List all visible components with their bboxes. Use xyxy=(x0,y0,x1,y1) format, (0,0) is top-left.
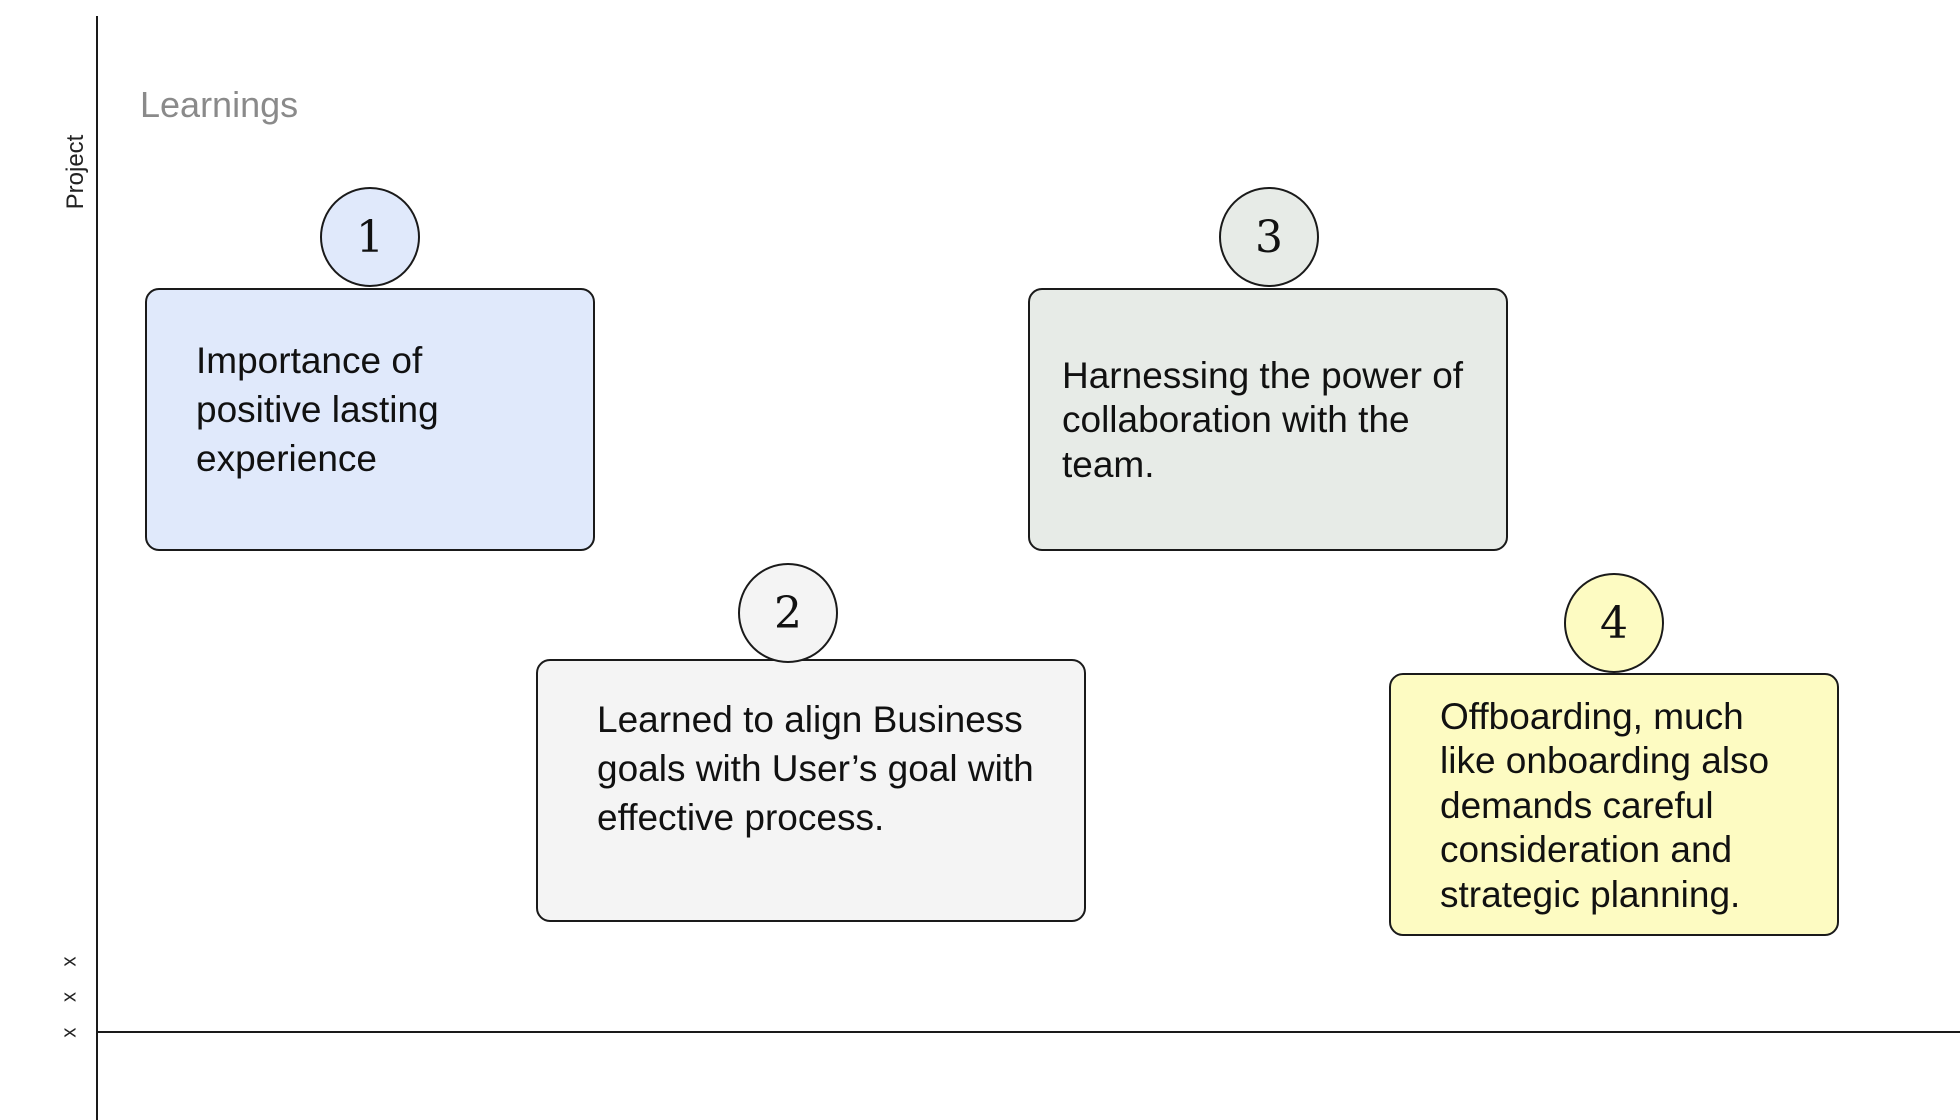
number-badge-3: 3 xyxy=(1219,187,1319,287)
number-badge-2: 2 xyxy=(738,563,838,663)
side-marks: x x x xyxy=(58,946,81,1038)
learning-card-3: Harnessing the power of collaboration wi… xyxy=(1028,288,1508,551)
side-label: Project xyxy=(62,134,89,210)
learning-card-text: Importance of positive lasting experienc… xyxy=(196,340,439,480)
learning-card-text: Harnessing the power of collaboration wi… xyxy=(1062,355,1464,485)
page-title: Learnings xyxy=(140,84,299,125)
learning-card-1: Importance of positive lasting experienc… xyxy=(145,288,595,551)
number-badge-4: 4 xyxy=(1564,573,1664,673)
learning-card-text: Offboarding, much like onboarding also d… xyxy=(1440,696,1770,915)
learning-card-4: Offboarding, much like onboarding also d… xyxy=(1389,673,1839,936)
learning-card-2: Learned to align Business goals with Use… xyxy=(536,659,1086,922)
number-badge-1: 1 xyxy=(320,187,420,287)
vertical-axis-line xyxy=(96,16,98,1120)
learning-card-text: Learned to align Business goals with Use… xyxy=(597,699,1034,839)
horizontal-axis-line xyxy=(96,1031,1960,1033)
